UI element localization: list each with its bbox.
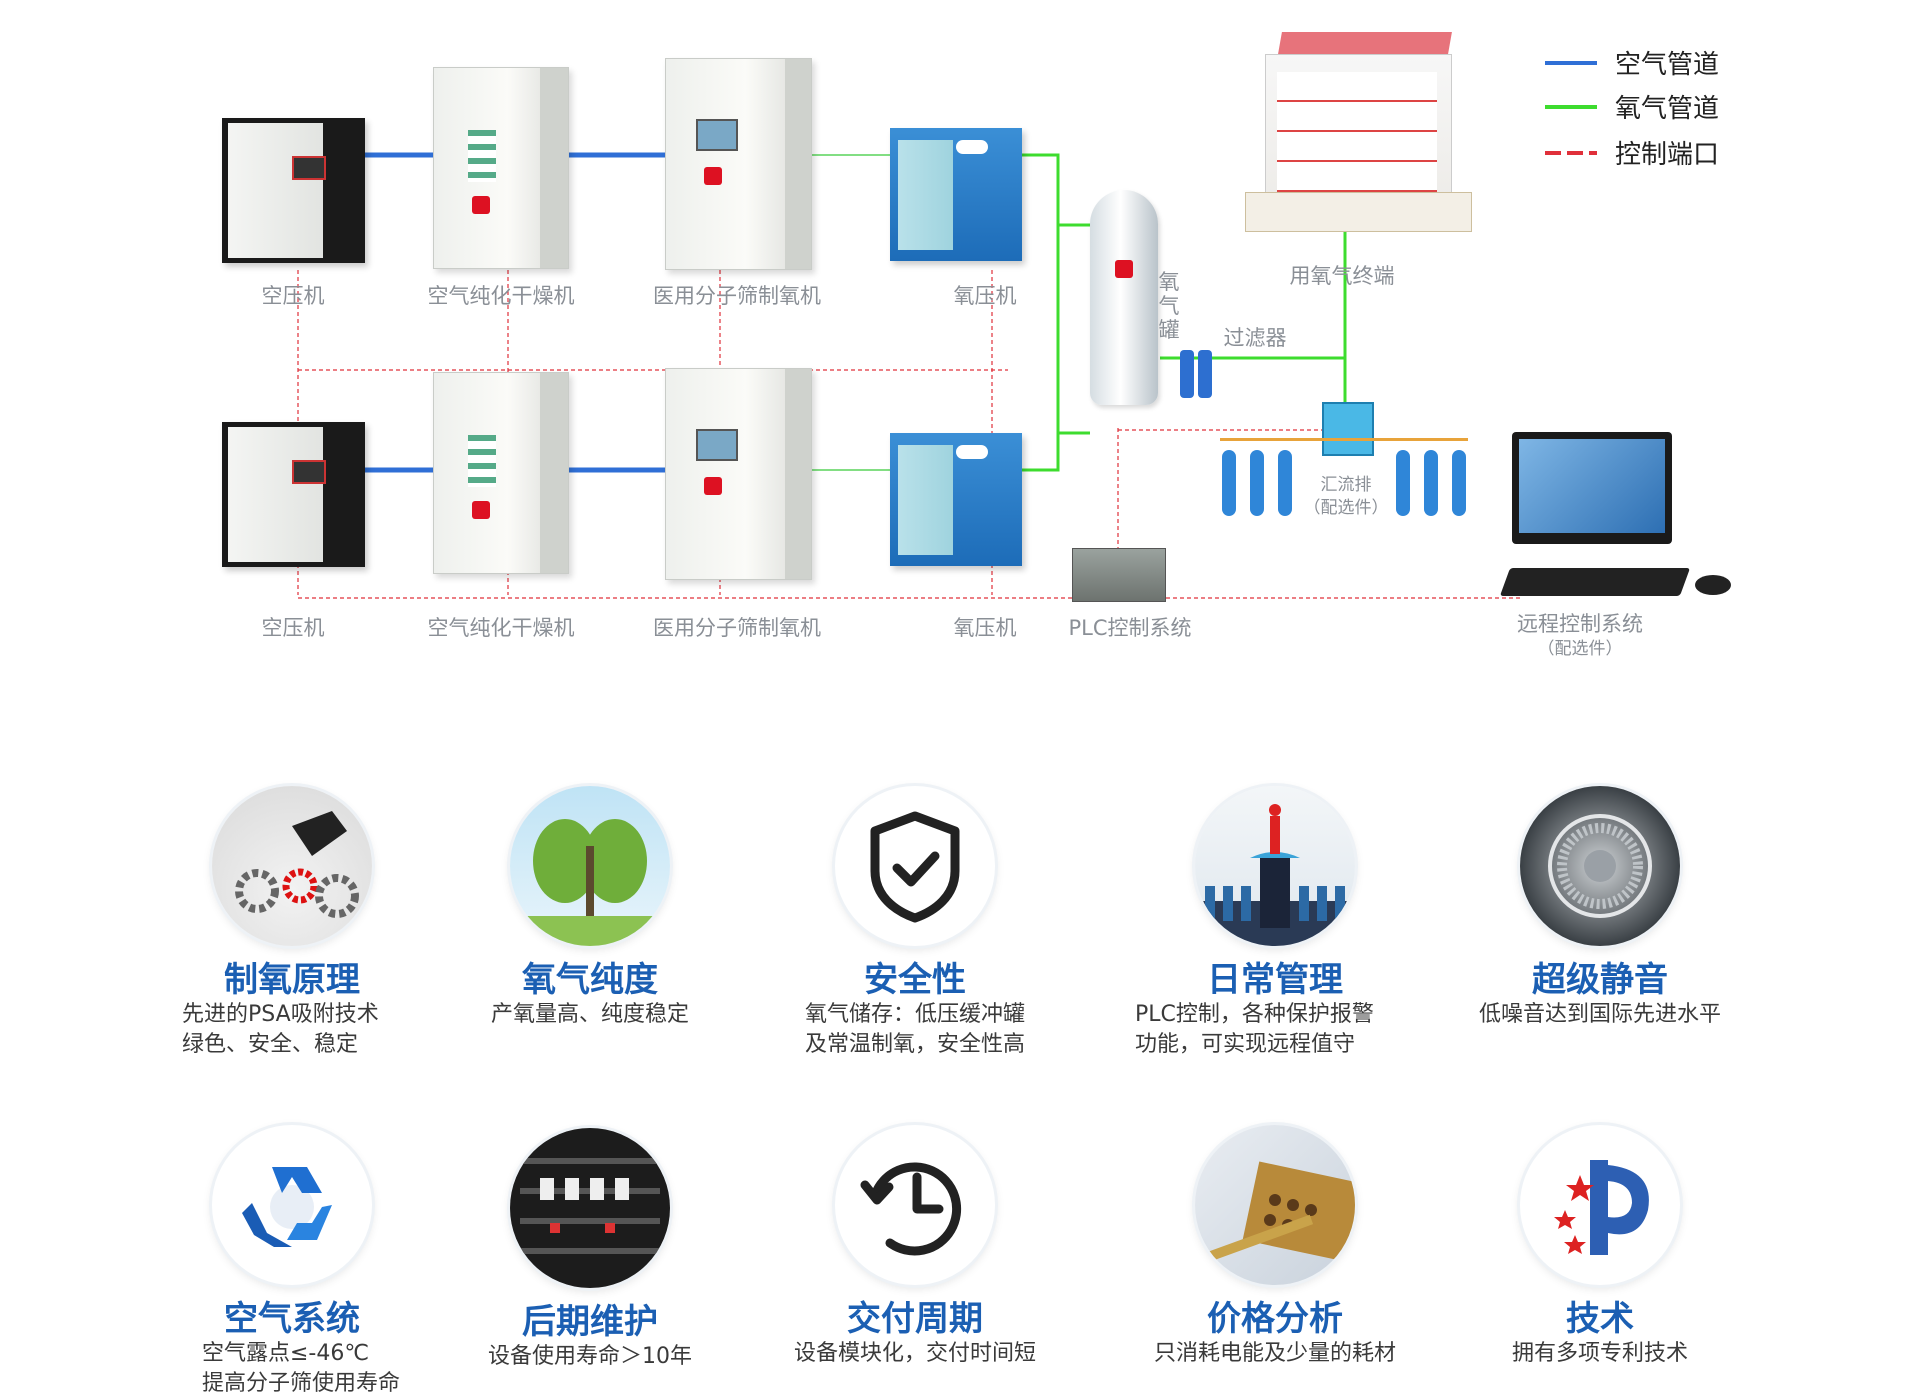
gas-cylinders (1218, 430, 1473, 520)
label-plc: PLC控制系统 (1068, 616, 1192, 640)
mixer-icon (510, 1128, 670, 1288)
label-air-dryer: 空气纯化干燥机 (427, 616, 575, 640)
label-oxygen-compressor: 氧压机 (953, 284, 1017, 308)
label-manifold-note: （配选件） (1303, 498, 1389, 518)
oxygen-compressor (890, 128, 1022, 261)
feature-card: 价格分析 只消耗电能及少量的耗材 (1125, 1125, 1425, 1369)
patent-icon (1520, 1125, 1680, 1285)
oxygen-compressor (890, 433, 1022, 566)
feature-card: 空气系统 空气露点≤-46℃ 提高分子筛使用寿命 (142, 1125, 442, 1399)
feature-title: 日常管理 (1207, 960, 1343, 1000)
feature-desc: 氧气储存：低压缓冲罐 及常温制氧，安全性高 (804, 1002, 1025, 1057)
feature-card: 后期维护 设备使用寿命＞10年 (440, 1128, 740, 1372)
feature-desc: 设备使用寿命＞10年 (488, 1344, 692, 1369)
feature-title: 交付周期 (847, 1299, 983, 1339)
label-air-compressor: 空压机 (261, 284, 325, 308)
feature-desc: 设备模块化，交付时间短 (793, 1341, 1036, 1366)
fan-icon (1520, 786, 1680, 946)
filter (1178, 350, 1216, 398)
feature-title: 空气系统 (224, 1299, 360, 1339)
feature-desc: 先进的PSA吸附技术 绿色、安全、稳定 (182, 1002, 379, 1057)
label-remote-note: （配选件） (1537, 639, 1623, 659)
feature-desc: 产氧量高、纯度稳定 (490, 1002, 689, 1027)
feature-card: 交付周期 设备模块化，交付时间短 (765, 1125, 1065, 1369)
feature-title: 后期维护 (522, 1302, 658, 1342)
feature-title: 氧气纯度 (522, 960, 658, 1000)
manifold (1322, 402, 1374, 456)
feature-desc: 空气露点≤-46℃ 提高分子筛使用寿命 (202, 1341, 401, 1396)
feature-title: 制氧原理 (224, 960, 360, 1000)
feature-card: 超级静音 低噪音达到国际先进水平 (1450, 786, 1750, 1030)
plc-unit (1072, 548, 1166, 602)
feature-title: 价格分析 (1207, 1299, 1343, 1339)
gear-hand-icon (212, 786, 372, 946)
label-air-compressor: 空压机 (261, 616, 325, 640)
legend-swatch (1545, 104, 1597, 109)
oxygen-tank (1090, 190, 1158, 405)
feature-title: 安全性 (864, 960, 966, 1000)
feature-card: 制氧原理 先进的PSA吸附技术 绿色、安全、稳定 (142, 786, 442, 1060)
monitor (1512, 432, 1672, 544)
legend-swatch (1545, 150, 1597, 155)
lung-tree-icon (510, 786, 670, 946)
air-dryer (433, 67, 569, 269)
feature-card: 安全性 氧气储存：低压缓冲罐 及常温制氧，安全性高 (765, 786, 1065, 1060)
clock-icon (835, 1125, 995, 1285)
air-dryer (433, 372, 569, 574)
label-oxygen-compressor: 氧压机 (953, 616, 1017, 640)
feature-desc: PLC控制，各种保护报警 功能，可实现远程值守 (1135, 1002, 1374, 1057)
legend-label: 控制端口 (1615, 140, 1720, 170)
feature-card: 氧气纯度 产氧量高、纯度稳定 (440, 786, 740, 1030)
label-oxygen-generator: 医用分子筛制氧机 (653, 616, 821, 640)
recycle-icon (212, 1125, 372, 1285)
legend-oxygen-pipe: 氧气管道 (1545, 88, 1719, 125)
feature-desc: 低噪音达到国际先进水平 (1478, 1002, 1721, 1027)
abacus-icon (1195, 1125, 1355, 1285)
label-oxygen-tank: 氧气罐 (1158, 270, 1180, 342)
leader-icon (1195, 786, 1355, 946)
keyboard (1499, 568, 1691, 596)
legend-label: 空气管道 (1615, 50, 1720, 80)
label-remote-control: 远程控制系统 (1517, 612, 1643, 636)
oxygen-generator (665, 368, 812, 580)
legend-swatch (1545, 60, 1597, 65)
feature-card: 日常管理 PLC控制，各种保护报警 功能，可实现远程值守 (1125, 786, 1425, 1060)
air-compressor (222, 118, 365, 263)
feature-title: 超级静音 (1532, 960, 1668, 1000)
feature-desc: 拥有多项专利技术 (1511, 1341, 1688, 1366)
feature-desc: 只消耗电能及少量的耗材 (1153, 1341, 1396, 1366)
label-oxygen-terminal: 用氧气终端 (1289, 264, 1395, 288)
oxygen-generator (665, 58, 812, 270)
label-filter: 过滤器 (1223, 326, 1287, 350)
feature-title: 技术 (1566, 1299, 1634, 1339)
label-air-dryer: 空气纯化干燥机 (427, 284, 575, 308)
air-compressor (222, 422, 365, 567)
mouse (1695, 575, 1731, 595)
feature-card: 技术 拥有多项专利技术 (1450, 1125, 1750, 1369)
legend-control-port: 控制端口 (1545, 134, 1719, 171)
oxygen-pipe (1022, 153, 1060, 472)
shield-check-icon (835, 786, 995, 946)
legend-label: 氧气管道 (1615, 94, 1720, 124)
label-oxygen-generator: 医用分子筛制氧机 (653, 284, 821, 308)
label-manifold: 汇流排 (1320, 475, 1372, 495)
legend-air-pipe: 空气管道 (1545, 44, 1719, 81)
oxygen-terminal-building (1225, 32, 1472, 232)
